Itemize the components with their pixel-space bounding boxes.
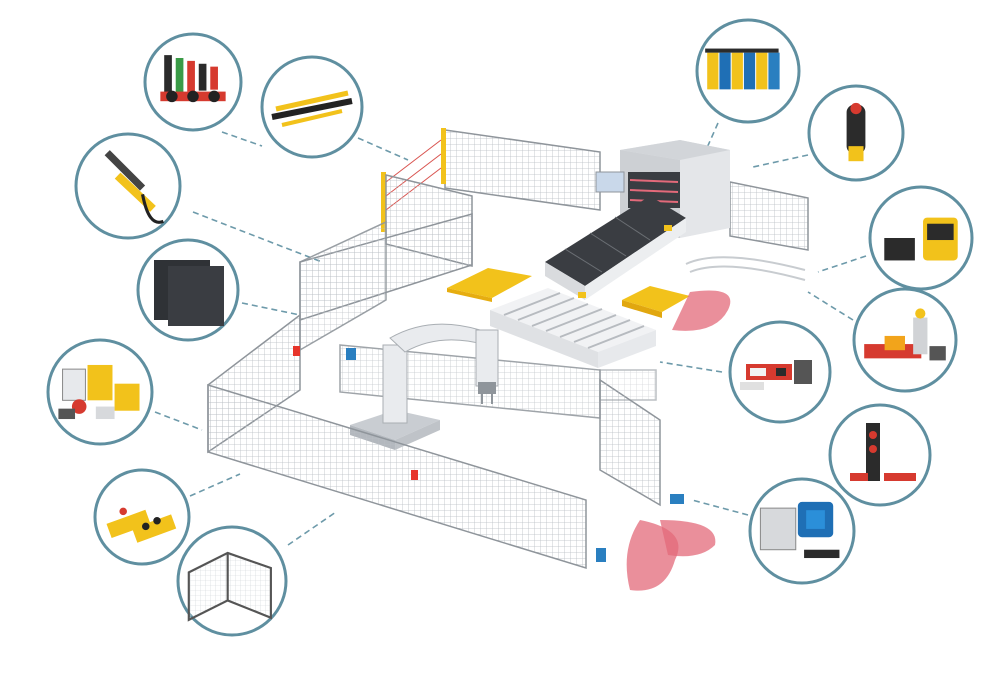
bubble-coded-safety-sensors xyxy=(828,403,932,507)
bubble-push-button-stations xyxy=(93,468,191,566)
bubble-safety-mat xyxy=(136,238,240,342)
door-switch-device xyxy=(411,470,418,480)
enabling-switch-icon xyxy=(846,102,866,162)
fence-panel-icon xyxy=(187,551,272,622)
light-curtain-icon xyxy=(104,150,164,224)
scanner-zones xyxy=(626,290,731,591)
bubble-laser-scanners xyxy=(868,185,974,291)
laser-scanner-icon xyxy=(884,217,958,261)
controller-box-floor xyxy=(622,286,690,318)
relay-module-icon xyxy=(705,48,780,90)
bubble-enabling-switch xyxy=(807,84,905,182)
fence-panel xyxy=(207,383,587,570)
connector-line xyxy=(192,211,323,263)
connector-line xyxy=(659,361,723,373)
door-switch-icon xyxy=(740,360,812,390)
connector-line xyxy=(189,473,241,497)
back-fence xyxy=(444,129,809,251)
light-beam xyxy=(629,189,679,193)
cable xyxy=(689,265,806,281)
bubble-safety-relays xyxy=(695,18,801,124)
connector-line xyxy=(807,291,854,321)
blue-sensor xyxy=(670,494,684,504)
connector-line xyxy=(241,302,301,316)
conveyor xyxy=(545,196,686,300)
coded-sensor-icon xyxy=(850,423,916,481)
bubble-machine-guarding-fence xyxy=(176,525,288,637)
bubble-signal-towers xyxy=(143,32,243,132)
connector-line xyxy=(154,411,203,431)
bubble-ring xyxy=(868,185,974,291)
roller-conveyor xyxy=(490,288,656,368)
signal-tower-icon xyxy=(160,55,226,103)
interlock-switch-icon xyxy=(864,308,946,361)
bubble-safety-light-grid xyxy=(260,55,364,159)
bubble-door-switches xyxy=(728,320,832,424)
light-beam xyxy=(629,179,679,183)
light-beam xyxy=(385,139,442,183)
connector-line xyxy=(221,131,263,147)
bubble-scanner-with-controller xyxy=(748,477,856,585)
control-station-icon xyxy=(106,507,177,543)
door-switch-device xyxy=(293,346,300,356)
controller-module-icon xyxy=(58,364,140,420)
bubble-interlock-switches xyxy=(852,287,958,393)
blue-sensor xyxy=(596,548,606,562)
connector-lines xyxy=(154,122,867,546)
fence-panel xyxy=(299,220,387,352)
scanner-controller-icon xyxy=(759,501,840,559)
connector-line xyxy=(752,154,809,168)
work-cell xyxy=(207,128,809,591)
fence-panel xyxy=(599,378,661,507)
fence-panel xyxy=(599,369,657,401)
connector-line xyxy=(705,122,719,151)
bubble-safety-controllers xyxy=(46,338,154,446)
bubble-safety-light-curtain xyxy=(74,132,182,240)
cable xyxy=(685,256,806,271)
light-grid-icon xyxy=(271,90,353,127)
connector-line xyxy=(817,255,867,273)
connector-line xyxy=(357,137,409,161)
connector-line xyxy=(691,499,749,516)
safety-mat-icon xyxy=(154,260,224,326)
connector-line xyxy=(287,511,337,546)
safety-mat-floor xyxy=(447,268,532,302)
fence-panel xyxy=(339,344,601,419)
blue-sensor xyxy=(346,348,356,360)
component-bubbles xyxy=(46,18,974,637)
